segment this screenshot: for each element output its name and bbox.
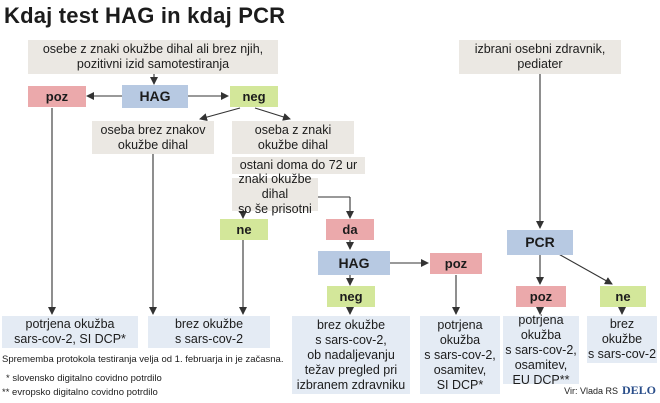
node-stay-home: ostani doma do 72 ur <box>232 157 365 174</box>
result-confirmed-3: potrjena okužba s sars-cov-2, osamitev, … <box>503 313 579 387</box>
footnote-si-dcp: * slovensko digitalno covidno potrdilo <box>6 373 162 384</box>
node-hag-test-2: HAG <box>318 251 390 275</box>
page-title: Kdaj test HAG in kdaj PCR <box>4 3 286 28</box>
node-poz-1: poz <box>28 86 86 107</box>
node-symptoms-persist: znaki okužbe dihal so še prisotni <box>232 172 318 216</box>
result-free-3: brez okužbe s sars-cov-2 <box>587 316 657 363</box>
publisher-logo: DELO <box>621 383 656 397</box>
result-confirmed-2: potrjena okužba s sars-cov-2, osamitev, … <box>420 316 500 394</box>
source-text: Vir: Vlada RS <box>564 386 618 396</box>
node-gp-pediatrician: izbrani osebni zdravnik, pediater <box>459 40 621 74</box>
node-pcr-test: PCR <box>507 230 573 255</box>
arrow-pcr-to-ne2 <box>554 251 613 285</box>
node-symptoms-or-positive-self-test: osebe z znaki okužbe dihal ali brez njih… <box>28 40 278 74</box>
node-neg-2: neg <box>327 286 375 307</box>
node-hag-test-1: HAG <box>122 85 188 108</box>
node-poz-3: poz <box>516 286 566 307</box>
node-ne-1: ne <box>220 219 268 240</box>
node-da-1: da <box>326 219 374 240</box>
node-neg-1: neg <box>230 86 278 107</box>
footnote-protocol-change: Sprememba protokola testiranja velja od … <box>2 354 284 365</box>
arrow-neg-to-symptoms <box>254 107 291 121</box>
result-free-2: brez okužbe s sars-cov-2, ob nadaljevanj… <box>292 316 410 394</box>
arrow-neg-to-no-symptoms <box>199 107 241 122</box>
result-free-1: brez okužbe s sars-cov-2 <box>148 316 270 348</box>
node-with-symptoms: oseba z znaki okužbe dihal <box>232 121 354 154</box>
footnote-eu-dcp: ** evropsko digitalno covidno potrdilo <box>2 387 158 398</box>
node-poz-2: poz <box>430 253 482 274</box>
result-confirmed-1: potrjena okužba sars-cov-2, SI DCP* <box>2 316 138 348</box>
node-no-symptoms: oseba brez znakov okužbe dihal <box>92 121 214 154</box>
node-ne-2: ne <box>600 286 646 307</box>
